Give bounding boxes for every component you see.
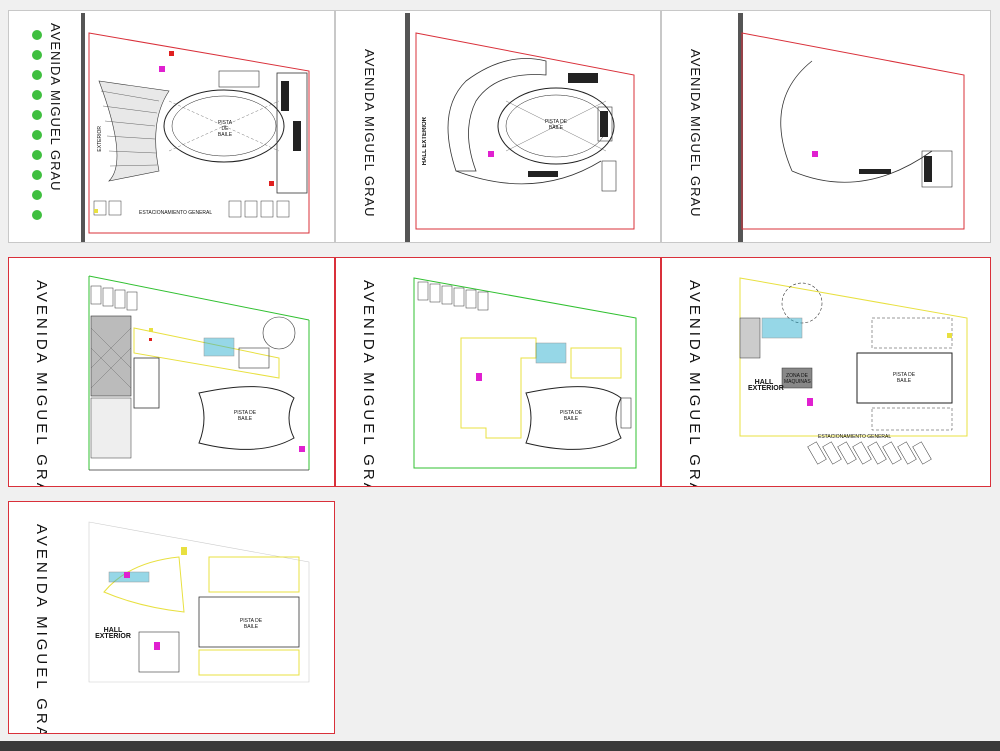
plan-panel-4: AVENIDA MIGUEL GRAU PISTA DE BAILE [8,257,335,487]
parking-label: ESTACIONAMIENTO GENERAL [139,210,213,216]
street-label: AVENIDA MIGUEL GRAU [362,49,377,218]
plan-panel-7: AVENIDA MIGUEL GRAU HALL EXTERIOR PISTA … [8,501,335,734]
street-label: AVENIDA MIGUEL GRAU [48,23,63,192]
bottom-status-bar [0,741,1000,751]
dance-floor-label: PISTA DE BAILE [217,120,233,138]
plan-panel-3: AVENIDA MIGUEL GRAU [661,10,991,243]
parking-label: ESTACIONAMIENTO GENERAL [818,434,892,440]
site-plan-3 [738,13,965,242]
dance-floor-label: PISTA DE BAILE [559,410,583,422]
dance-floor-label: PISTA DE BAILE [239,618,263,630]
hall-exterior-label: HALL EXTERIOR [422,117,428,166]
plan-panel-6: AVENIDA MIGUEL GRAU HALL EXTERIOR ZONA D… [661,257,991,487]
hall-exterior-label: HALL EXTERIOR [748,379,784,392]
site-plan-7 [88,521,310,683]
site-plan-1 [32,13,310,242]
site-plan-2 [405,13,635,242]
hall-exterior-label: HALL EXTERIOR [95,627,131,640]
zone-label: ZONA DE MAQUINAS [784,373,811,385]
plan-panel-5: AVENIDA MIGUEL GRAU PISTA DE BAILE [335,257,661,487]
street-label: AVENIDA MIGUEL GRAU [33,524,50,734]
site-plan-4 [88,275,310,471]
site-plan-6 [739,277,968,465]
palm-trees [32,30,42,220]
dance-floor-label: PISTA DE BAILE [892,372,916,384]
dance-floor-label: PISTA DE BAILE [544,119,568,131]
plan-panel-1: AVENIDA MIGUEL GRAU [8,10,335,243]
street-label: AVENIDA MIGUEL GRAU [686,280,703,487]
exterior-label: EXTERIOR [97,126,103,152]
site-plan-5 [413,277,637,469]
plan-panel-2: AVENIDA MIGUEL GRAU HALL EXTERIOR PISTA … [335,10,661,243]
street-label: AVENIDA MIGUEL GRAU [360,280,377,487]
street-label: AVENIDA MIGUEL GRAU [688,49,703,218]
street-label: AVENIDA MIGUEL GRAU [33,280,50,487]
dance-floor-label: PISTA DE BAILE [233,410,257,422]
